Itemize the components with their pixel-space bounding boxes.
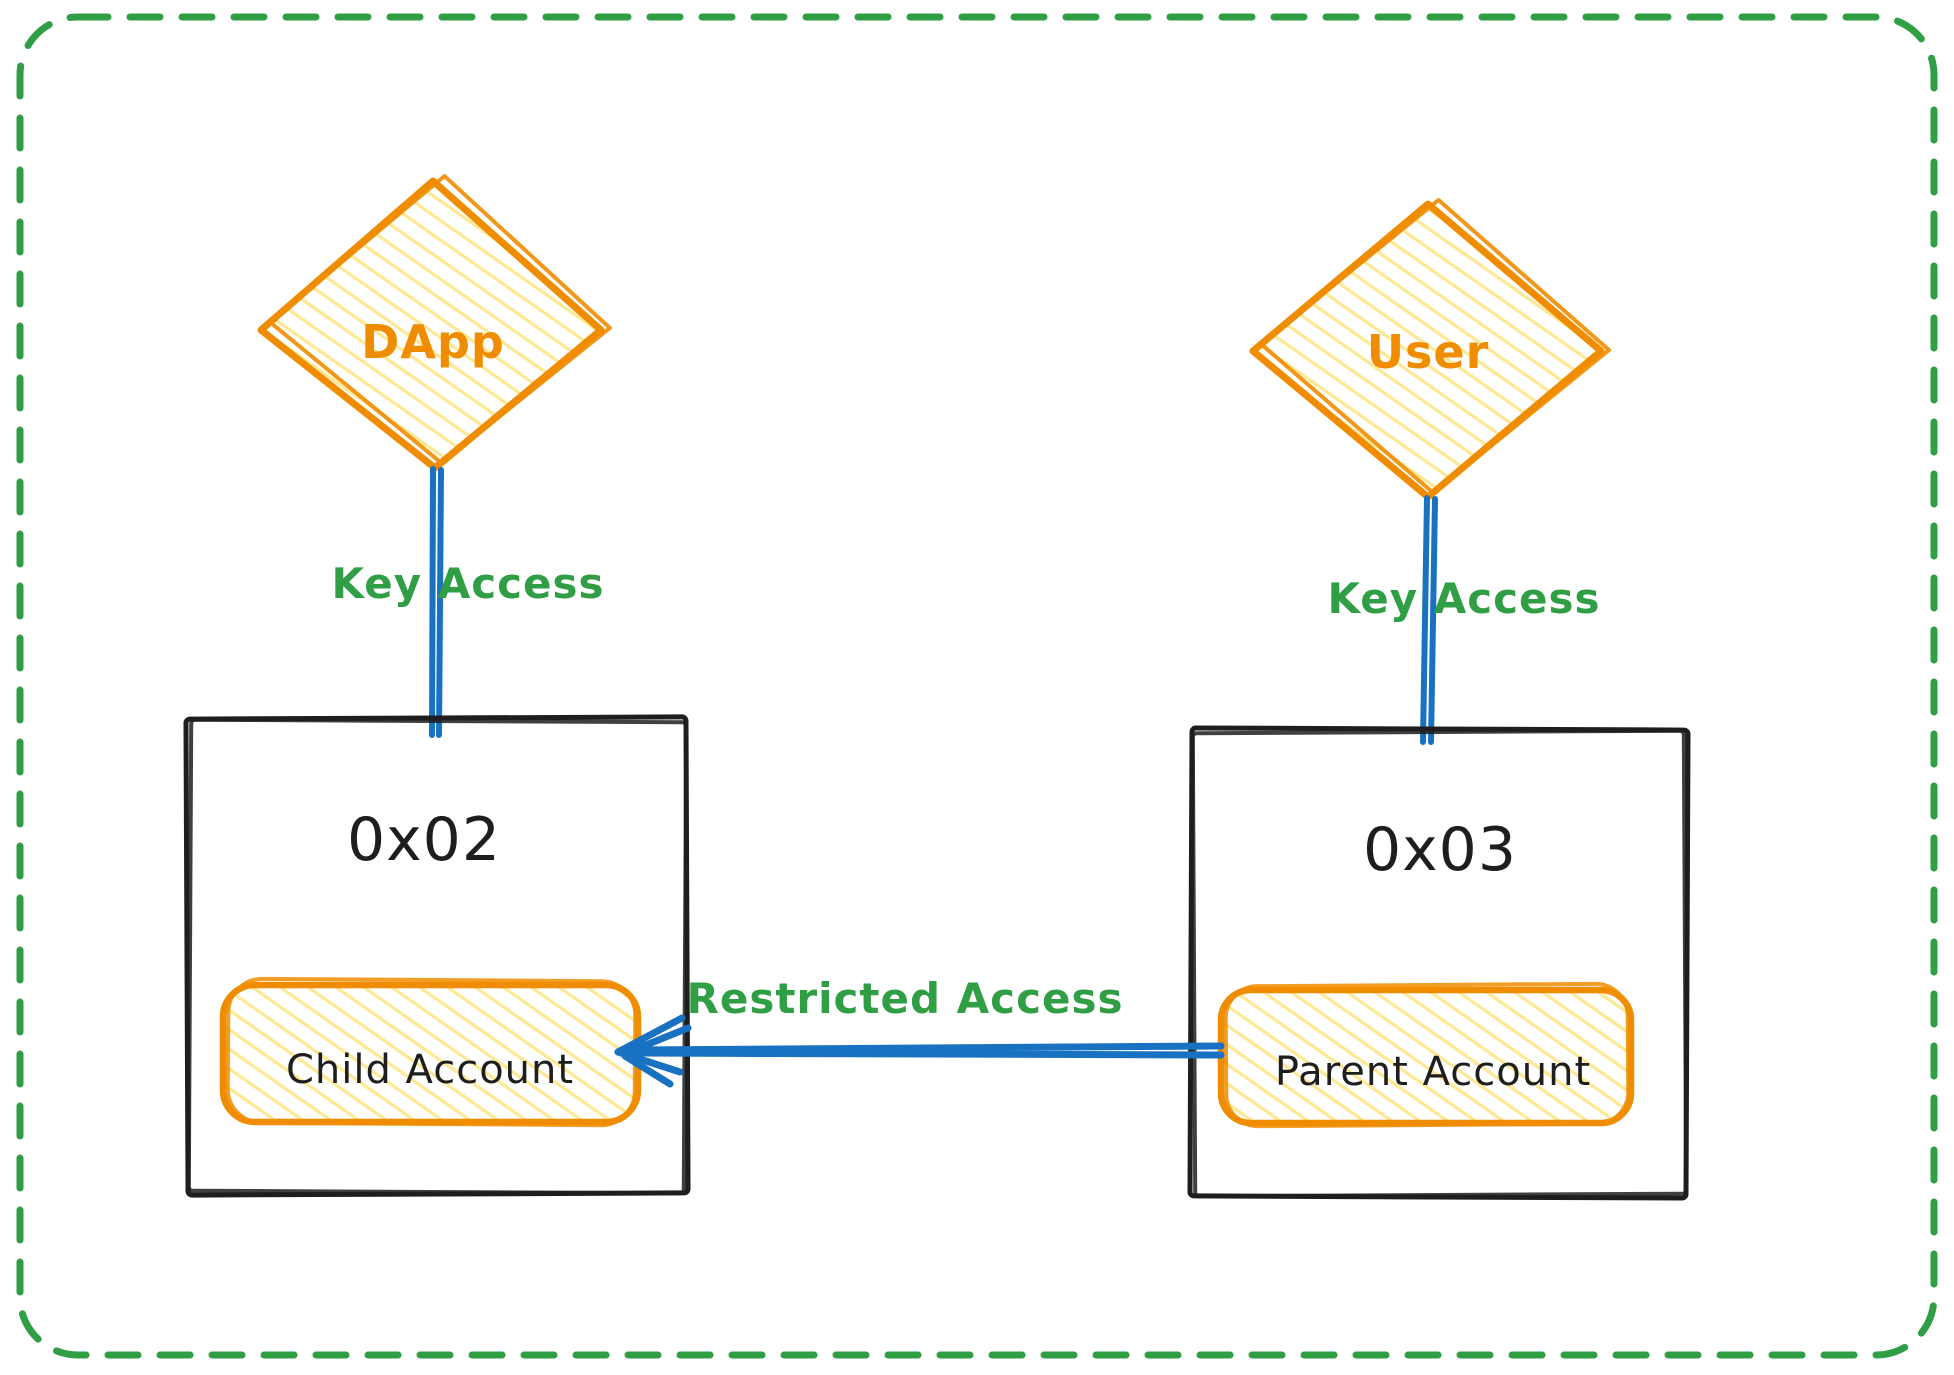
dapp-key-line-1 xyxy=(429,466,436,738)
edge-dapp-key-access: Key Access xyxy=(331,466,604,738)
user-diamond: User xyxy=(1249,198,1611,501)
account-box-0x03: 0x03 Parent Account xyxy=(1187,725,1691,1201)
box-0x02-outline-sketch xyxy=(186,717,689,1196)
key-access-label-right: Key Access xyxy=(1327,574,1600,623)
restricted-access-line-2 xyxy=(626,1049,1225,1059)
child-account-box: Child Account xyxy=(219,976,642,1128)
restricted-access-line-1 xyxy=(632,1042,1225,1054)
user-key-line-1 xyxy=(1420,495,1430,745)
box-0x02-title: 0x02 xyxy=(347,805,501,875)
trust-boundary-border xyxy=(16,13,1938,1359)
restricted-access-label: Restricted Access xyxy=(687,974,1124,1023)
dapp-key-line-2 xyxy=(436,467,444,738)
dapp-label: DApp xyxy=(361,315,505,369)
user-diamond-outline-sketch xyxy=(1259,198,1611,495)
parent-account-box: Parent Account xyxy=(1217,981,1635,1129)
dapp-diamond-outline-sketch xyxy=(267,174,612,466)
box-0x03-outline-sketch xyxy=(1190,728,1689,1199)
child-account-label: Child Account xyxy=(286,1047,574,1093)
restricted-access-arrowhead xyxy=(614,1014,692,1088)
parent-account-label: Parent Account xyxy=(1275,1049,1591,1095)
user-key-line-2 xyxy=(1428,496,1438,745)
box-0x03-title: 0x03 xyxy=(1363,815,1517,885)
parent-account-outline-sketch xyxy=(1223,981,1631,1129)
edge-restricted-access: Restricted Access xyxy=(614,974,1225,1088)
key-access-label-left: Key Access xyxy=(331,559,604,608)
edge-user-key-access: Key Access xyxy=(1327,495,1600,745)
dapp-diamond: DApp xyxy=(257,174,612,472)
account-box-0x02: 0x02 Child Account xyxy=(183,714,691,1198)
user-label: User xyxy=(1367,325,1490,379)
